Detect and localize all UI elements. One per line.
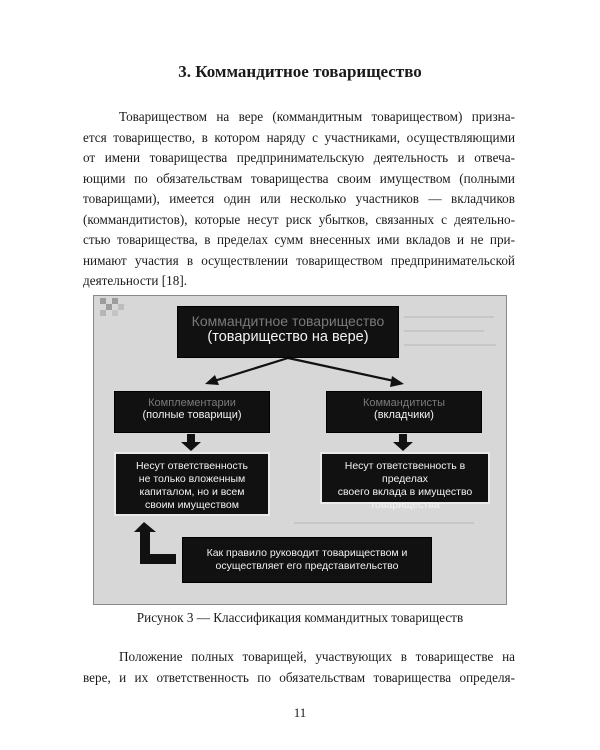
box-text-line: своего вклада в имущество — [337, 486, 473, 498]
continuation-paragraph: Положение полных товарищей, участвующих … — [83, 647, 515, 688]
arrow-to-right-branch — [287, 356, 395, 383]
arrowhead-right — [390, 376, 404, 387]
general-liability-box: Несут ответственность не только вложенны… — [114, 452, 270, 516]
paragraph-line: Товариществом на вере (коммандитным това… — [119, 109, 515, 124]
box-title: (вкладчики) — [374, 409, 434, 421]
arrowhead-left — [205, 375, 219, 385]
box-text-line: не только вложенным — [138, 473, 246, 485]
faded-title: Коммандитное товарищество — [191, 313, 385, 329]
down-arrow-right — [393, 434, 413, 451]
page-number: 11 — [293, 705, 307, 720]
background-noise — [404, 344, 496, 346]
paragraph-line: деятельности [18]. — [83, 273, 188, 288]
box-title: (товарищество на вере) — [207, 329, 369, 345]
paragraph-line: вере, и их ответственность по обязательс… — [83, 669, 515, 685]
box-text-line: осуществляет его представительство — [215, 560, 399, 572]
paragraph-line: товарищами), имеется один или несколько … — [83, 191, 515, 206]
partnership-diagram: Коммандитное товарищество (товарищество … — [93, 295, 507, 605]
paragraph-line: ется товарищество, в котором наряду с уч… — [83, 129, 515, 145]
box-text-line: товарищества — [370, 499, 440, 511]
section-heading: 3. Коммандитное товарищество — [178, 62, 422, 81]
paragraph-line: Положение полных товарищей, участвующих … — [119, 649, 515, 664]
box-text-line: своим имуществом — [145, 499, 239, 511]
general-partners-box: Комплементарии (полные товарищи) — [114, 391, 270, 433]
paragraph-line: (коммандитистов), которые несут риск убы… — [83, 211, 515, 227]
arrow-to-left-branch — [213, 356, 289, 383]
faded-title: Коммандитисты — [362, 397, 446, 409]
limited-partners-box: Коммандитисты (вкладчики) — [326, 391, 482, 433]
paragraph-line: ющими по обязательствам товарищества сво… — [83, 170, 515, 186]
limited-liability-box: Несут ответственность в пределах своего … — [320, 452, 490, 511]
management-box: Как правило руководит товариществом и ос… — [182, 537, 432, 583]
faded-title: Комплементарии — [148, 397, 236, 409]
background-noise — [404, 330, 484, 332]
box-text-line: капиталом, но и всем — [139, 486, 245, 498]
return-arrow — [134, 522, 176, 564]
figure-caption: Рисунок 3 — Классификация коммандитных т… — [136, 610, 464, 625]
paragraph-line: стью товарищества, в пределах сумм внесе… — [83, 232, 515, 247]
box-title: (полные товарищи) — [142, 409, 242, 421]
box-text-line: Несут ответственность в пределах — [344, 460, 466, 485]
background-noise — [294, 522, 474, 524]
box-text-line: Несут ответственность — [135, 460, 249, 472]
background-noise — [404, 316, 494, 318]
down-arrow-left — [181, 434, 201, 451]
paragraph-line: нимают участия в осуществлении товарищес… — [83, 252, 515, 268]
box-text-line: Как правило руководит товариществом и — [206, 547, 408, 559]
paragraph-line: от имени товарищества предпринимательску… — [83, 150, 515, 165]
intro-paragraph: Товариществом на вере (коммандитным това… — [83, 107, 515, 292]
partnership-type-box: Коммандитное товарищество (товарищество … — [177, 306, 399, 358]
diagram-arrows — [134, 356, 413, 564]
